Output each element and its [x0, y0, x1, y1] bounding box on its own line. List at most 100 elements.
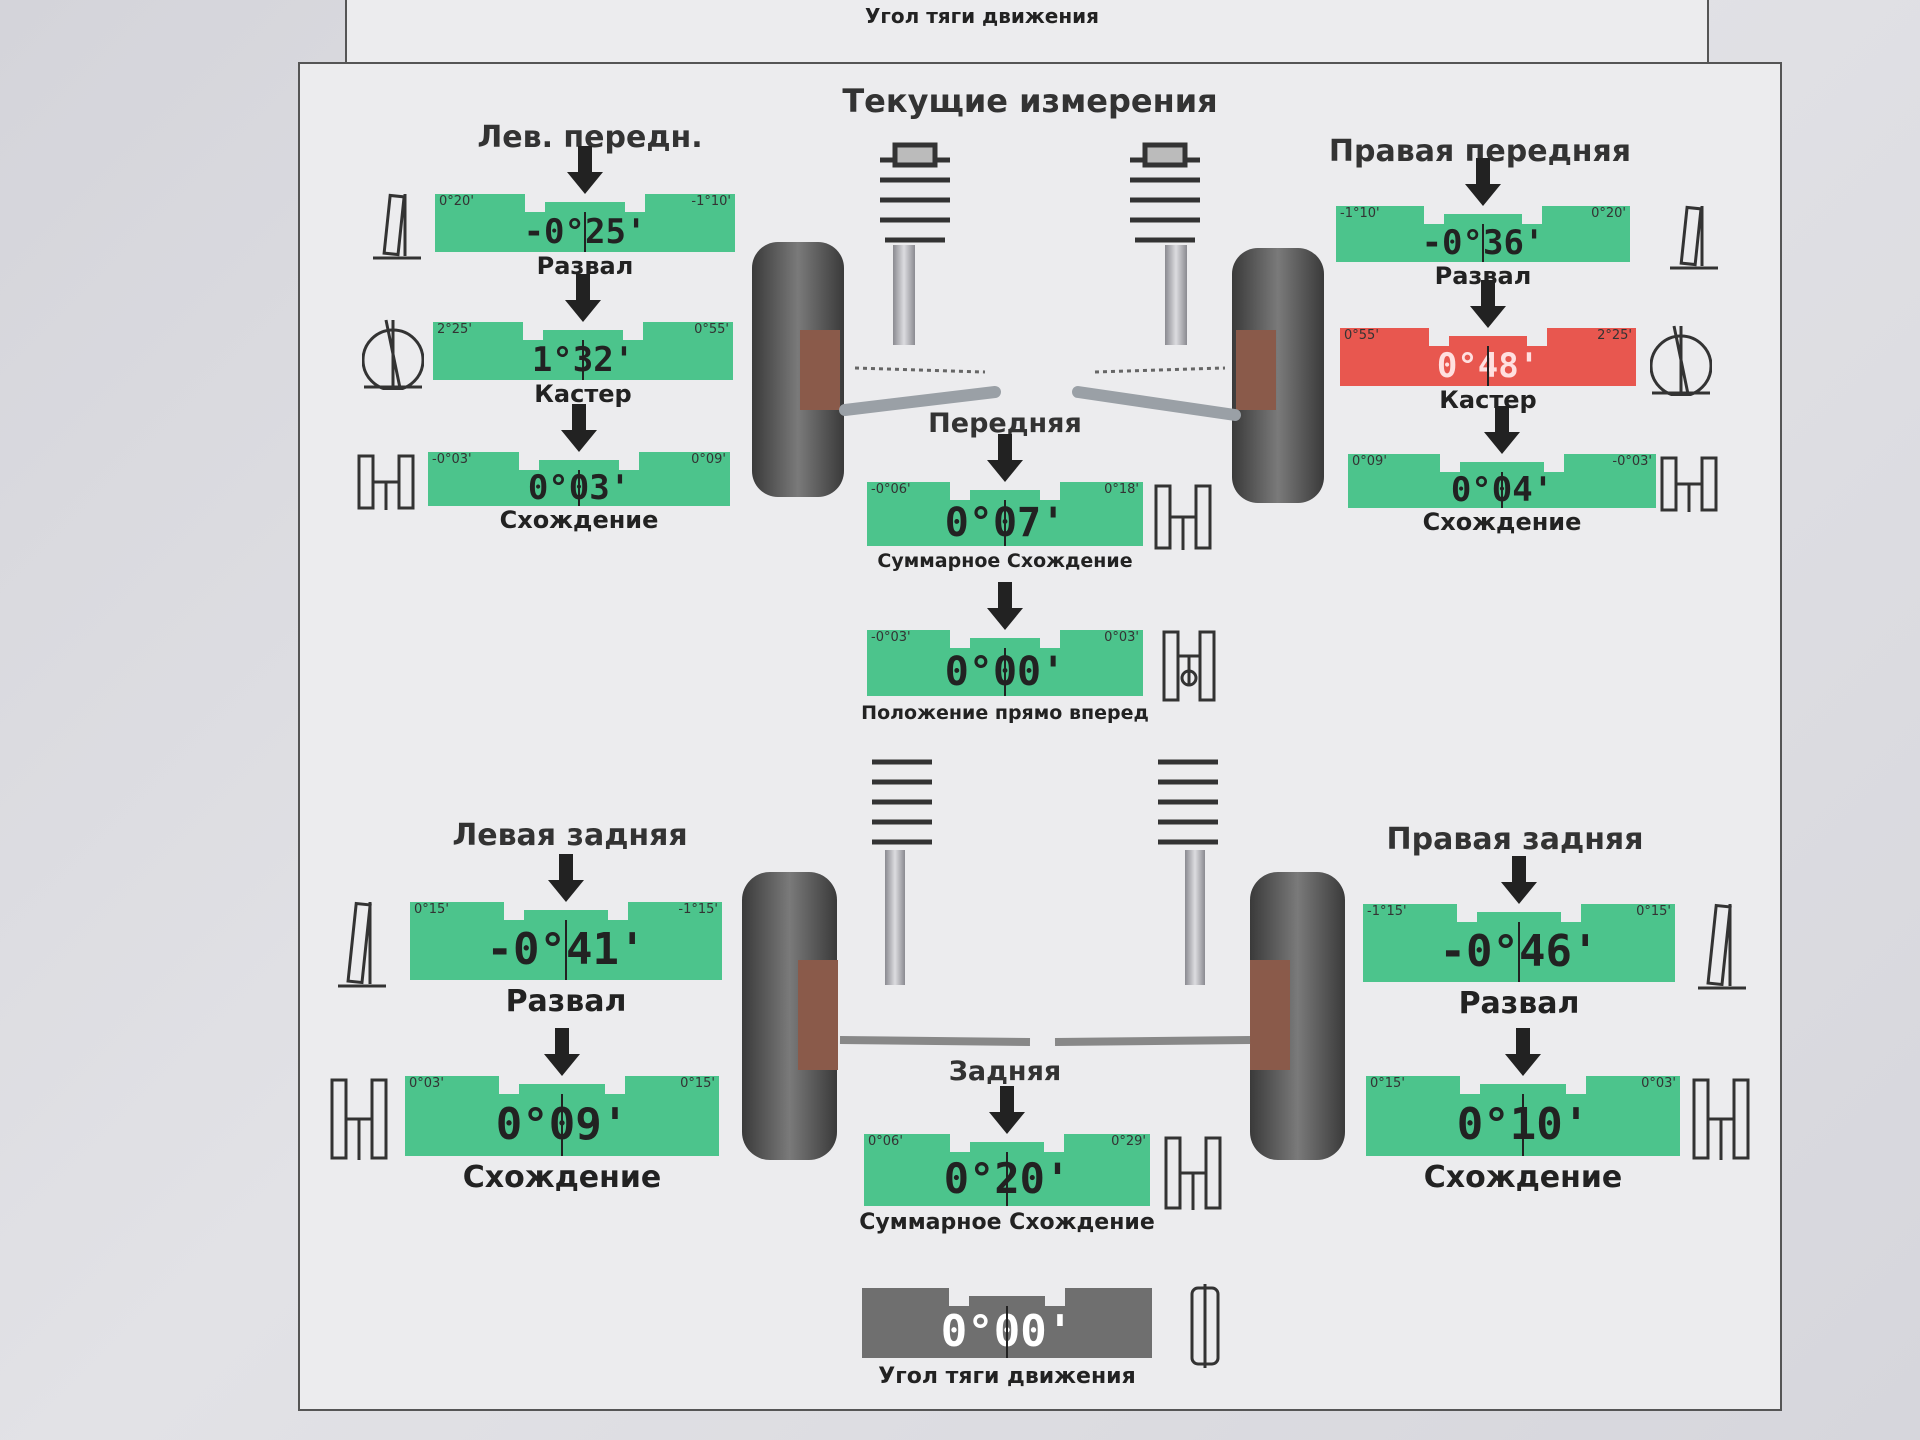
front-right-camber-gauge-top-mid [1444, 214, 1522, 226]
thrust-angle-gauge-label: Угол тяги движения [878, 1364, 1136, 1389]
front-right-camber-gauge-camber-icon [1662, 202, 1724, 272]
front-right-camber-gauge-max: 0°20' [1591, 206, 1626, 221]
page-title: Текущие измерения [842, 82, 1218, 120]
thrust-angle-gauge-top-mid [969, 1296, 1045, 1308]
rear-total-toe-gauge-arrow-head [989, 1112, 1025, 1134]
front-right-toe-gauge: 0°09'-0°03'0°04' [1348, 454, 1656, 508]
rear-left-toe-gauge-max: 0°15' [680, 1076, 715, 1091]
front-right-camber-gauge-arrow-head [1465, 184, 1501, 206]
rear-left-camber-gauge-arrow-shaft [559, 854, 573, 882]
front-total-toe-gauge-marker [1004, 500, 1006, 546]
rear-left-spring-icon [872, 759, 932, 845]
front-left-caster-gauge: 2°25'0°55'1°32' [433, 322, 733, 380]
rear-right-camber-gauge-top-mid [1477, 912, 1561, 924]
rear-right-toe-gauge-top-mid [1480, 1084, 1566, 1096]
front-total-toe-gauge-label: Суммарное Схождение [877, 550, 1133, 572]
front-right-caster-gauge-top-right [1547, 328, 1636, 346]
front-left-spring-icon [880, 142, 950, 243]
rear-left-toe-gauge-label: Схождение [462, 1160, 662, 1195]
front-right-camber-gauge-top-right [1542, 206, 1630, 224]
straight-ahead-gauge-marker [1004, 648, 1006, 696]
front-axle-label: Передняя [928, 408, 1082, 439]
rear-left-camber-gauge-label: Развал [505, 984, 627, 1019]
rear-total-toe-gauge-top-left [864, 1134, 950, 1152]
rear-total-toe-gauge-arrow-shaft [1000, 1086, 1014, 1114]
front-left-toe-gauge-arrow-head [561, 430, 597, 452]
front-right-camber-gauge-marker [1482, 224, 1484, 262]
rear-right-title: Правая задняя [1386, 822, 1644, 857]
rear-right-toe-gauge-label: Схождение [1423, 1160, 1623, 1195]
rear-left-link-icon [839, 1036, 1031, 1046]
front-right-toe-gauge-max: -0°03' [1612, 454, 1652, 469]
front-right-camber-gauge-min: -1°10' [1340, 206, 1380, 221]
front-left-camber-gauge-arrow-shaft [578, 146, 592, 174]
front-right-toe-gauge-top-left [1348, 454, 1440, 472]
front-total-toe-gauge-top-left [867, 482, 950, 500]
front-left-toe-gauge-top-mid [539, 460, 619, 472]
front-right-caster-gauge-max: 2°25' [1597, 328, 1632, 343]
front-left-toe-gauge-label: Схождение [499, 506, 659, 534]
front-left-camber-gauge-top-right [645, 194, 735, 212]
front-left-arm-icon [839, 386, 1001, 416]
front-total-toe-gauge: -0°06'0°18'0°07' [867, 482, 1143, 546]
rear-right-toe-gauge-arrow-shaft [1516, 1028, 1530, 1056]
front-left-caster-gauge-min: 2°25' [437, 322, 472, 337]
front-right-camber-gauge-top-left [1336, 206, 1424, 224]
rear-left-toe-gauge-top-left [405, 1076, 499, 1094]
rear-right-camber-gauge: -1°15'0°15'-0°46' [1363, 904, 1675, 982]
straight-ahead-gauge-top-left [867, 630, 950, 648]
rear-total-toe-gauge-label: Суммарное Схождение [859, 1210, 1155, 1235]
front-left-caster-gauge-top-right [643, 322, 733, 340]
rear-right-camber-gauge-top-left [1363, 904, 1457, 922]
straight-ahead-gauge-max: 0°03' [1104, 630, 1139, 645]
rear-left-toe-gauge-marker [561, 1094, 563, 1156]
straight-ahead-gauge-steer-icon [1158, 626, 1220, 706]
rear-left-toe-gauge: 0°03'0°15'0°09' [405, 1076, 719, 1156]
front-total-toe-gauge-arrow-head [987, 460, 1023, 482]
front-left-caster-gauge-top-mid [543, 330, 623, 342]
front-left-toe-gauge-arrow-shaft [572, 404, 586, 432]
rear-right-strut-icon [1185, 850, 1205, 985]
rear-right-toe-gauge-toe-icon [1690, 1072, 1752, 1166]
front-left-caster-gauge-arrow-shaft [576, 274, 590, 302]
front-right-caster-gauge-top-left [1340, 328, 1429, 346]
rear-right-camber-gauge-arrow-shaft [1512, 856, 1526, 884]
straight-ahead-gauge-top-mid [970, 638, 1040, 650]
front-right-toe-gauge-marker [1501, 472, 1503, 508]
front-right-camber-gauge-arrow-shaft [1476, 158, 1490, 186]
front-left-camber-gauge-camber-icon [365, 190, 427, 262]
front-right-tierod-icon [1094, 366, 1226, 374]
rear-left-camber-gauge-arrow-head [548, 880, 584, 902]
front-right-caster-gauge-caster-icon [1649, 324, 1713, 398]
rear-right-spring-icon [1158, 759, 1218, 845]
front-left-caster-gauge-caster-icon [361, 318, 425, 392]
rear-left-camber-gauge-max: -1°15' [678, 902, 718, 917]
rear-right-toe-gauge-marker [1522, 1094, 1524, 1156]
front-total-toe-gauge-min: -0°06' [871, 482, 911, 497]
front-left-caster-gauge-top-left [433, 322, 523, 340]
front-right-caster-gauge: 0°55'2°25'0°48' [1340, 328, 1636, 386]
rear-left-wheel-icon [742, 872, 838, 1160]
front-right-caster-gauge-marker [1487, 346, 1489, 386]
rear-total-toe-gauge-top-mid [970, 1142, 1044, 1154]
rear-right-camber-gauge-marker [1518, 922, 1520, 982]
front-left-camber-gauge: 0°20'-1°10'-0°25' [435, 194, 735, 252]
rear-axle-label: Задняя [948, 1056, 1062, 1087]
front-left-camber-gauge-max: -1°10' [691, 194, 731, 209]
rear-left-strut-icon [885, 850, 905, 985]
front-left-toe-gauge-toe-icon [355, 448, 417, 516]
thrust-angle-gauge-top-left [862, 1288, 949, 1306]
rear-right-link-icon [1054, 1036, 1251, 1046]
front-left-wheel-icon [752, 242, 844, 497]
rear-right-camber-gauge-top-right [1581, 904, 1675, 922]
front-right-toe-gauge-label: Схождение [1422, 508, 1582, 536]
rear-left-toe-gauge-arrow-head [544, 1054, 580, 1076]
rear-right-wheel-icon [1250, 872, 1345, 1160]
front-left-camber-gauge-marker [584, 212, 586, 252]
front-right-arm-icon [1072, 386, 1241, 421]
straight-ahead-gauge-arrow-head [987, 608, 1023, 630]
rear-right-camber-gauge-max: 0°15' [1636, 904, 1671, 919]
previous-thrust-caption: Угол тяги движения [864, 4, 1100, 28]
rear-total-toe-gauge-min: 0°06' [868, 1134, 903, 1149]
